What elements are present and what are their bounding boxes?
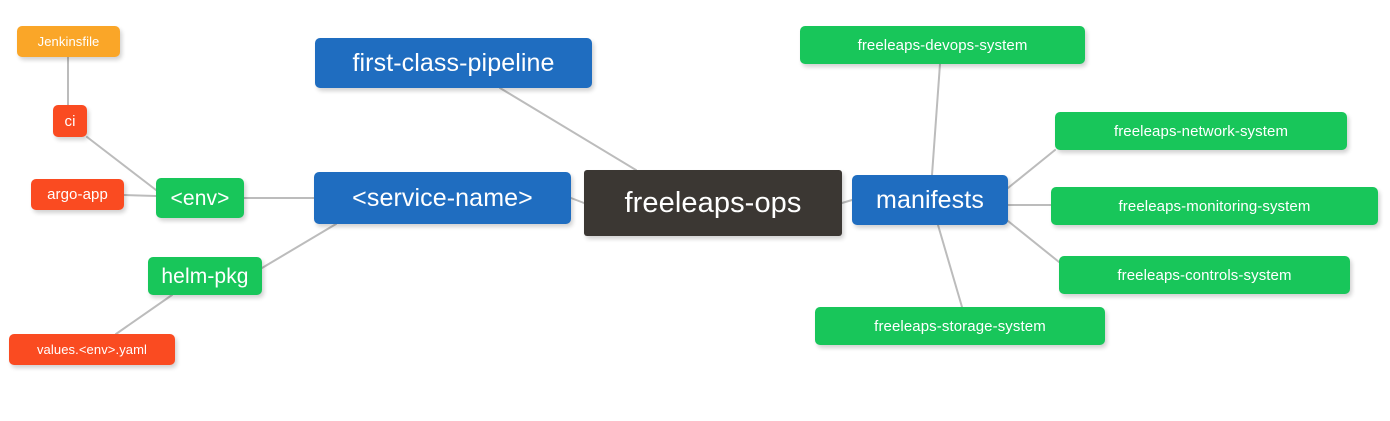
edge-manifests-to-freeleaps-devops-system: [931, 63, 941, 176]
edge-freeleaps-ops-to-service-name: [570, 197, 585, 204]
mindmap-node-helm-pkg[interactable]: helm-pkg: [148, 257, 262, 295]
mindmap-node-argo-app[interactable]: argo-app: [31, 179, 124, 210]
mindmap-node-freeleaps-devops-system[interactable]: freeleaps-devops-system: [800, 26, 1085, 64]
mindmap-node-freeleaps-network-system[interactable]: freeleaps-network-system: [1055, 112, 1347, 150]
edge-env-to-argo-app: [123, 194, 157, 197]
mindmap-node-service-name[interactable]: <service-name>: [314, 172, 571, 224]
mindmap-node-values-env-yaml[interactable]: values.<env>.yaml: [9, 334, 175, 365]
edge-helm-pkg-to-values-env-yaml: [115, 294, 173, 335]
mindmap-node-first-class-pipeline[interactable]: first-class-pipeline: [315, 38, 592, 88]
edge-manifests-to-freeleaps-storage-system: [937, 224, 963, 308]
mindmap-node-manifests[interactable]: manifests: [852, 175, 1008, 225]
edge-freeleaps-ops-to-manifests: [841, 199, 853, 204]
mindmap-node-freeleaps-ops[interactable]: freeleaps-ops: [584, 170, 842, 236]
mindmap-node-env[interactable]: <env>: [156, 178, 244, 218]
edge-manifests-to-freeleaps-controls-system: [1007, 220, 1060, 263]
mindmap-node-freeleaps-controls-system[interactable]: freeleaps-controls-system: [1059, 256, 1350, 294]
mindmap-node-jenkinsfile[interactable]: Jenkinsfile: [17, 26, 120, 57]
edge-freeleaps-ops-to-first-class-pipeline: [499, 87, 637, 171]
mindmap-node-freeleaps-monitoring-system[interactable]: freeleaps-monitoring-system: [1051, 187, 1378, 225]
mindmap-node-freeleaps-storage-system[interactable]: freeleaps-storage-system: [815, 307, 1105, 345]
edge-service-name-to-helm-pkg: [261, 223, 337, 269]
mindmap-node-ci[interactable]: ci: [53, 105, 87, 137]
edge-manifests-to-freeleaps-network-system: [1007, 149, 1056, 189]
